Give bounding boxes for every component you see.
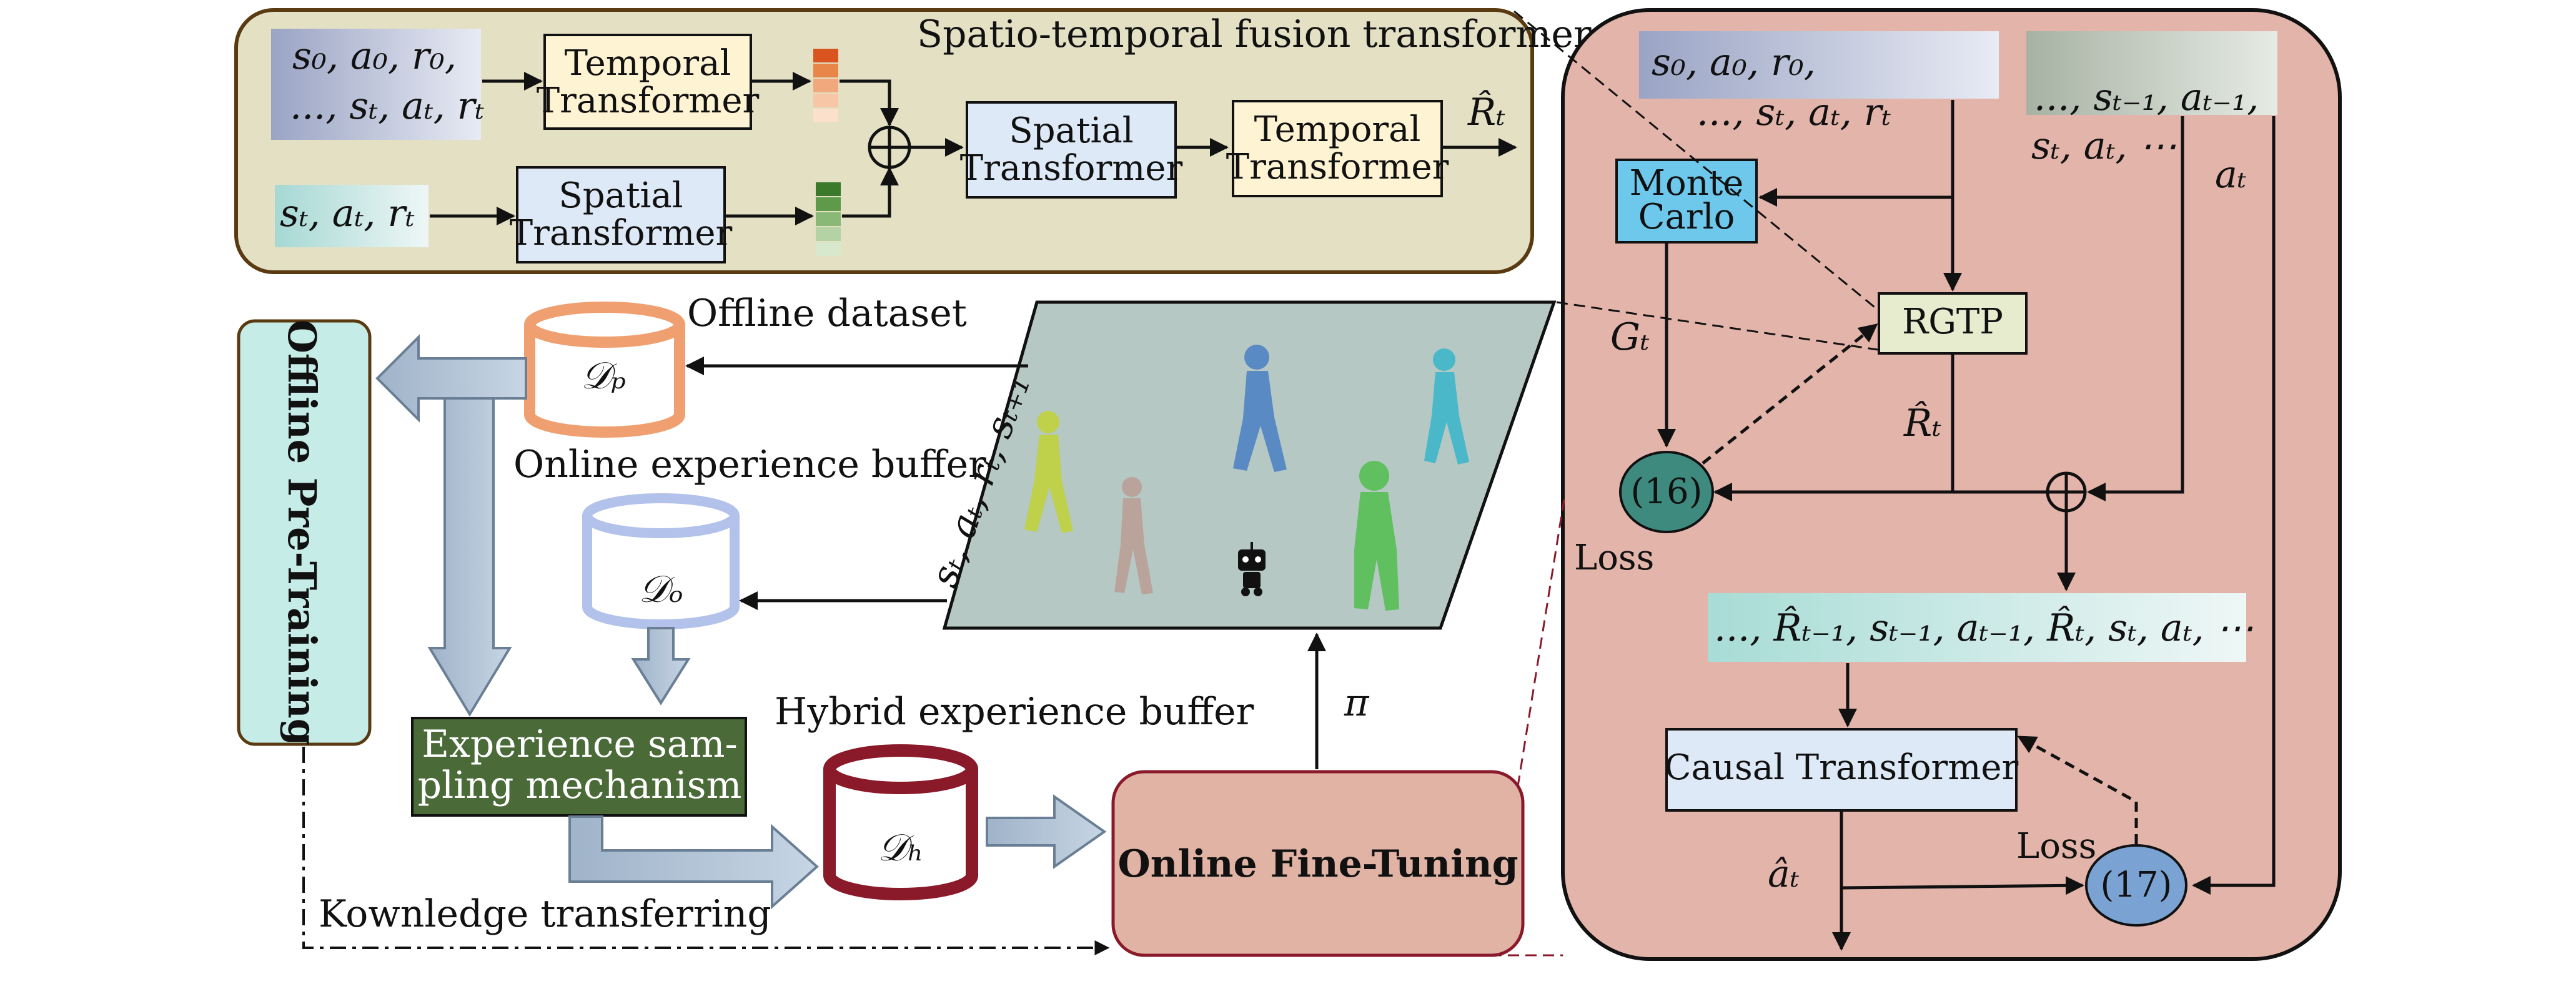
do-label: 𝒟ₒ xyxy=(639,568,683,611)
spatial-tf2-line2: Transformer xyxy=(960,148,1183,189)
temporal-tf2-line2: Transformer xyxy=(1226,147,1449,187)
sampling-line1: Experience sam- xyxy=(422,722,738,766)
knowledge-transfer-line xyxy=(302,747,1110,955)
hybrid-buffer-label: Hybrid experience buffer xyxy=(775,690,1254,734)
temporal-transformer-2 xyxy=(1232,100,1443,197)
history-input-line1: s₀, a₀, r₀, xyxy=(1652,41,1816,84)
monte-carlo-box xyxy=(1615,159,1758,244)
spatial-token-stack xyxy=(816,182,841,256)
trajectory-input-line1: ..., sₜ₋₁, aₜ₋₁, xyxy=(2034,76,2259,119)
fusion-title: Spatio-temporal fusion transformer xyxy=(917,12,1592,56)
knowledge-transfer-label: Kownledge transferring xyxy=(319,892,771,936)
pedestrian-icon xyxy=(1233,345,1287,472)
policy-pi-label: π xyxy=(1344,681,1370,725)
token-sequence xyxy=(1708,593,2246,662)
rgtp-output-rhat: R̂ₜ xyxy=(1903,401,1941,445)
input-history-line2: ..., sₜ, aₜ, rₜ xyxy=(290,84,484,128)
online-to-sampling-arrow xyxy=(631,627,691,706)
spatial-transformer-1 xyxy=(516,166,726,263)
causal-transformer-label: Causal Transformer xyxy=(1665,747,2019,788)
loss-17-caption: Loss xyxy=(2016,826,2096,867)
loss-16-caption: Loss xyxy=(1574,538,1654,578)
offline-pretraining-label: Offline Pre-Training xyxy=(279,320,325,746)
hybrid-buffer-cylinder xyxy=(823,744,978,900)
temporal-tf1-line2: Transformer xyxy=(537,81,760,121)
trajectory-input-block xyxy=(2026,31,2277,115)
input-current-tokens xyxy=(275,185,429,247)
temporal-tf2-line1: Temporal xyxy=(1254,109,1421,150)
fusion-output-rhat: R̂ₜ xyxy=(1467,90,1505,134)
temporal-token-stack xyxy=(813,49,838,122)
token-sequence-text: ..., R̂ₜ₋₁, sₜ₋₁, aₜ₋₁, R̂ₜ, sₜ, aₜ, ⋯ xyxy=(1714,606,2254,650)
spatial-tf2-line1: Spatial xyxy=(1009,111,1133,151)
monte-carlo-line2: Carlo xyxy=(1638,197,1735,237)
loss-16-label: (16) xyxy=(1631,471,1703,512)
rgtp-detail-panel: s₀, a₀, r₀, ..., sₜ, aₜ, rₜ ..., sₜ₋₁, a… xyxy=(1561,8,2342,961)
offline-pretraining-box xyxy=(237,319,372,746)
trajectory-input-line2: sₜ, aₜ, ⋯ xyxy=(2031,124,2176,168)
rgtp-label: RGTP xyxy=(1902,302,2003,342)
hybrid-to-finetune-arrow xyxy=(986,794,1107,869)
input-history-tokens xyxy=(271,29,481,140)
pedestrian-icon xyxy=(1024,411,1073,533)
dp-label: 𝒟ₚ xyxy=(581,354,626,398)
online-finetuning-label: Online Fine-Tuning xyxy=(1117,842,1518,886)
online-finetuning-box xyxy=(1111,770,1525,957)
spatial-tf1-line1: Spatial xyxy=(558,175,683,216)
gt-label: Gₜ xyxy=(1610,315,1650,359)
pretraining-flow-arrow xyxy=(375,334,527,423)
robot-icon xyxy=(1238,542,1266,596)
concat-operator-icon xyxy=(868,125,911,169)
crowd-environment xyxy=(942,300,1557,630)
merge-operator-icon xyxy=(2046,471,2087,513)
offline-dataset-label: Offline dataset xyxy=(687,292,967,335)
loss-16-node xyxy=(1619,451,1714,533)
loss-17-node xyxy=(2085,844,2187,927)
causal-transformer-box xyxy=(1665,728,2018,812)
pedestrian-icon xyxy=(1354,461,1399,611)
sampling-line2: pling mechanism xyxy=(418,764,742,807)
training-workflow: Offline Pre-Training 𝒟ₚ Offline dataset … xyxy=(237,292,1557,957)
online-buffer-cylinder xyxy=(582,493,740,629)
experience-sampling-box xyxy=(411,717,747,817)
spatial-tf1-line2: Transformer xyxy=(510,213,733,253)
pedestrian-icon xyxy=(1114,477,1153,594)
fusion-transformer-panel: Spatio-temporal fusion transformer s₀, a… xyxy=(234,8,1592,274)
temporal-tf1-line1: Temporal xyxy=(565,43,731,84)
dataset-to-sampling-arrow xyxy=(427,397,512,717)
input-history-line1: s₀, a₀, r₀, xyxy=(292,34,457,78)
sampling-to-hybrid-arrow xyxy=(568,815,820,910)
history-input-line2: ..., sₜ, aₜ, rₜ xyxy=(1697,91,1891,134)
spatial-transformer-2 xyxy=(966,101,1177,199)
online-buffer-label: Online experience buffer xyxy=(513,443,986,486)
pedestrian-icon xyxy=(1424,348,1469,465)
loss-17-label: (17) xyxy=(2101,865,2172,905)
rgtp-box xyxy=(1878,292,2028,355)
action-label: aₜ xyxy=(2215,153,2247,197)
offline-dataset-cylinder xyxy=(524,302,685,438)
history-input-block xyxy=(1639,31,1999,99)
dh-label: 𝒟ₕ xyxy=(878,826,924,870)
input-current-text: sₜ, aₜ, rₜ xyxy=(280,192,415,235)
predicted-action-label: âₜ xyxy=(1768,852,1800,896)
temporal-transformer-1 xyxy=(543,34,752,130)
